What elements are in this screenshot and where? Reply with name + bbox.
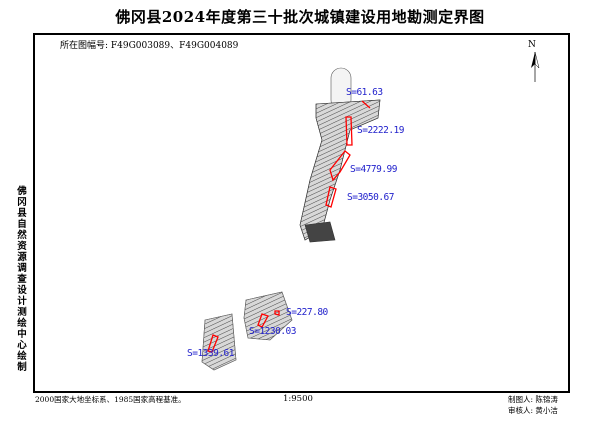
basemap-south	[201, 291, 293, 371]
north-arrow-icon	[531, 51, 540, 82]
north-label: N	[528, 40, 536, 50]
parcel-label: S=61.63	[346, 87, 383, 98]
side-credit: 佛冈县自然资源调查设计测绘中心绘制	[17, 186, 27, 373]
parcel-label: S=4779.99	[350, 164, 397, 175]
checked-by: 审核人: 黄小洁	[508, 406, 558, 415]
parcel-2	[345, 116, 353, 146]
parcel-4	[325, 186, 337, 208]
basemap-north	[299, 67, 381, 243]
parcel-1	[361, 100, 371, 109]
parcel-outlines	[207, 100, 371, 353]
coordinate-system: 2000国家大地坐标系、1985国家高程基准。	[35, 395, 186, 404]
parcel-label: S=1230.03	[249, 326, 296, 337]
map-scale: 1:9500	[283, 394, 313, 404]
parcel-3	[329, 150, 351, 182]
map-title: 佛冈县2024年度第三十批次城镇建设用地勘测定界图	[115, 8, 485, 26]
parcel-label: S=1339.61	[187, 348, 234, 359]
sheet-numbers: 所在图幅号: F49G003089、F49G004089	[60, 41, 239, 51]
map-frame	[33, 33, 570, 393]
parcel-5	[274, 310, 280, 316]
drawn-by: 制图人: 陈锦涛	[508, 395, 558, 404]
north-arrow: N	[528, 40, 536, 50]
parcel-label: S=3050.67	[347, 192, 394, 203]
parcel-label: S=227.80	[286, 307, 328, 318]
parcel-6	[257, 313, 269, 328]
parcel-label: S=2222.19	[357, 125, 404, 136]
parcel-7	[207, 334, 219, 353]
